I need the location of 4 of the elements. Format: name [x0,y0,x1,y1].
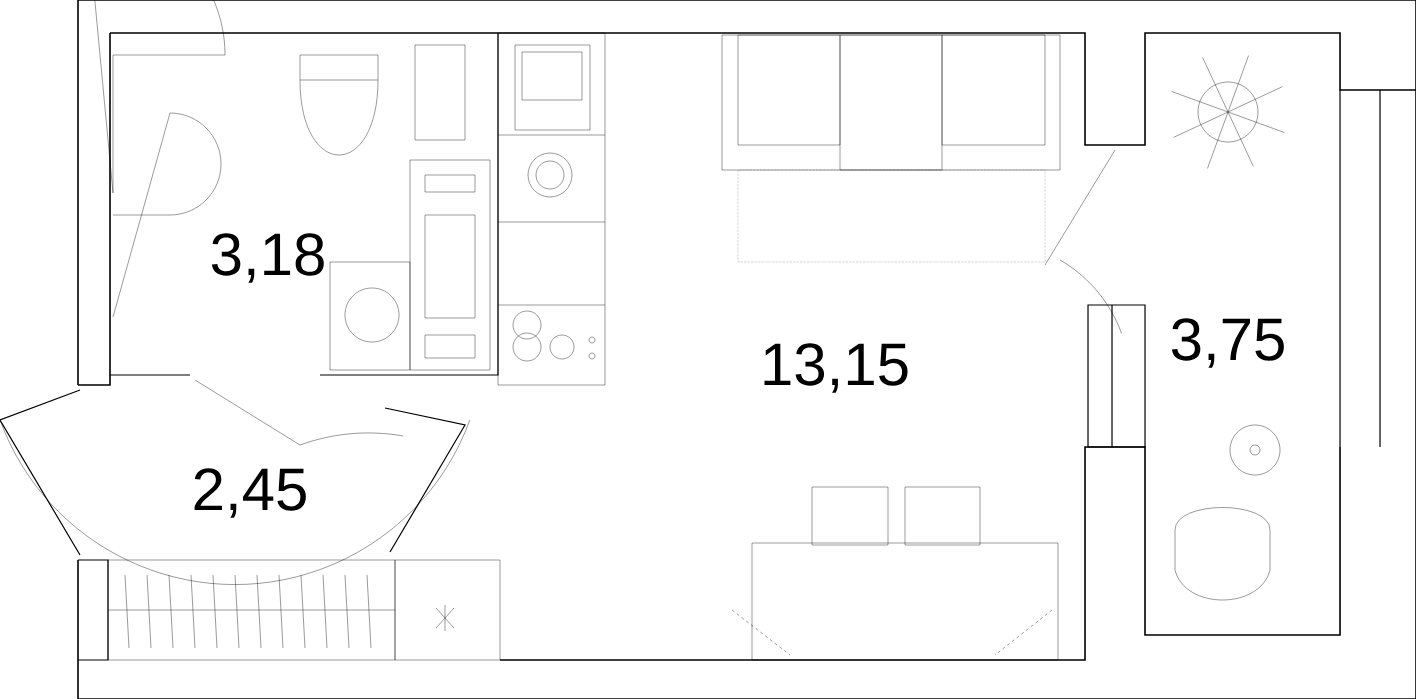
area-label: 2,45 [194,468,306,518]
area-label: 3,75 [1171,318,1284,368]
area-label: 3,18 [211,233,324,283]
area-label: 13,15 [764,343,908,393]
